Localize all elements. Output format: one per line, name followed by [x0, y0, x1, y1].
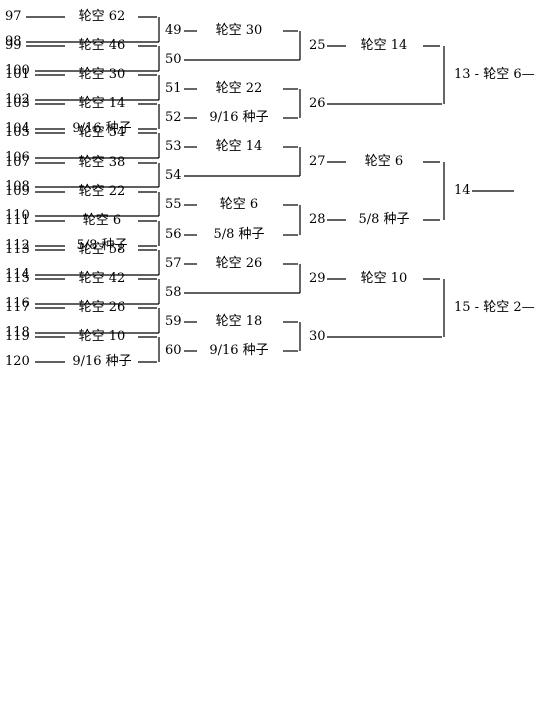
round1-position-97: 97	[5, 9, 22, 24]
round1-position-101: 101	[5, 67, 30, 82]
round1-entry-115: 轮空 42	[78, 271, 126, 286]
round2-entry-53: 轮空 14	[215, 139, 263, 154]
round3-position-29: 29	[309, 271, 326, 286]
round2-position-50: 50	[165, 52, 182, 67]
round1-entry-120: 9/16 种子	[72, 354, 132, 369]
round2-entry-49: 轮空 30	[215, 23, 263, 38]
round2-entry-51: 轮空 22	[215, 81, 263, 96]
round1-entry-103: 轮空 14	[78, 96, 126, 111]
round2-position-53: 53	[165, 139, 182, 154]
round1-position-99: 99	[5, 38, 22, 53]
round1-position-104: 104	[5, 121, 30, 136]
round1-entry-119: 轮空 10	[78, 329, 126, 344]
round1-position-115: 115	[5, 271, 30, 286]
round2-entry-52: 9/16 种子	[209, 110, 269, 125]
round2-position-55: 55	[165, 197, 182, 212]
round2-position-58: 58	[165, 285, 182, 300]
round2-position-49: 49	[165, 23, 182, 38]
round2-position-54: 54	[165, 168, 182, 183]
round2-entry-55: 轮空 6	[219, 197, 259, 212]
round4-entry-13: 13 - 轮空 6—	[454, 67, 535, 82]
round2-entry-59: 轮空 18	[215, 314, 263, 329]
round3-position-26: 26	[309, 96, 326, 111]
round2-entry-60: 9/16 种子	[209, 343, 269, 358]
round1-entry-104: 9/16 种子	[72, 121, 132, 136]
round1-position-98: 98	[5, 34, 22, 49]
round1-entry-117: 轮空 26	[78, 300, 126, 315]
round1-entry-105: 轮空 54	[78, 125, 126, 140]
round4-entry-14: 14	[454, 183, 471, 198]
round1-position-102: 102	[5, 92, 30, 107]
round3-position-25: 25	[309, 38, 326, 53]
round2-entry-56: 5/8 种子	[213, 227, 265, 242]
round1-position-109: 109	[5, 184, 30, 199]
round1-position-106: 106	[5, 150, 30, 165]
round1-position-111: 111	[5, 213, 30, 228]
round1-entry-113: 轮空 58	[78, 242, 126, 257]
round3-entry-29: 轮空 10	[360, 271, 408, 286]
round1-entry-101: 轮空 30	[78, 67, 126, 82]
round3-entry-27: 轮空 6	[364, 154, 404, 169]
round2-position-56: 56	[165, 227, 182, 242]
round1-position-113: 113	[5, 242, 30, 257]
round1-position-110: 110	[5, 208, 30, 223]
round1-entry-112: 5/8 种子	[76, 238, 128, 253]
round1-position-119: 119	[5, 329, 30, 344]
round1-position-117: 117	[5, 300, 30, 315]
round1-position-100: 100	[5, 63, 30, 78]
round2-position-59: 59	[165, 314, 182, 329]
round1-entry-99: 轮空 46	[78, 38, 126, 53]
round1-position-108: 108	[5, 179, 30, 194]
round2-position-51: 51	[165, 81, 182, 96]
round3-position-28: 28	[309, 212, 326, 227]
round1-position-114: 114	[5, 267, 30, 282]
round1-position-105: 105	[5, 125, 30, 140]
round3-entry-28: 5/8 种子	[358, 212, 410, 227]
round1-position-118: 118	[5, 325, 30, 340]
round1-position-116: 116	[5, 296, 30, 311]
round1-entry-111: 轮空 6	[82, 213, 122, 228]
round4-entry-15: 15 - 轮空 2—	[454, 300, 535, 315]
round1-entry-107: 轮空 38	[78, 155, 126, 170]
round2-entry-57: 轮空 26	[215, 256, 263, 271]
round2-position-60: 60	[165, 343, 182, 358]
round1-position-112: 112	[5, 238, 30, 253]
round1-entry-109: 轮空 22	[78, 184, 126, 199]
round2-position-52: 52	[165, 110, 182, 125]
round2-position-57: 57	[165, 256, 182, 271]
round3-position-30: 30	[309, 329, 326, 344]
round3-position-27: 27	[309, 154, 326, 169]
round3-entry-25: 轮空 14	[360, 38, 408, 53]
round1-position-120: 120	[5, 354, 30, 369]
round1-position-107: 107	[5, 155, 30, 170]
round1-position-103: 103	[5, 96, 30, 111]
round1-entry-97: 轮空 62	[78, 9, 126, 24]
